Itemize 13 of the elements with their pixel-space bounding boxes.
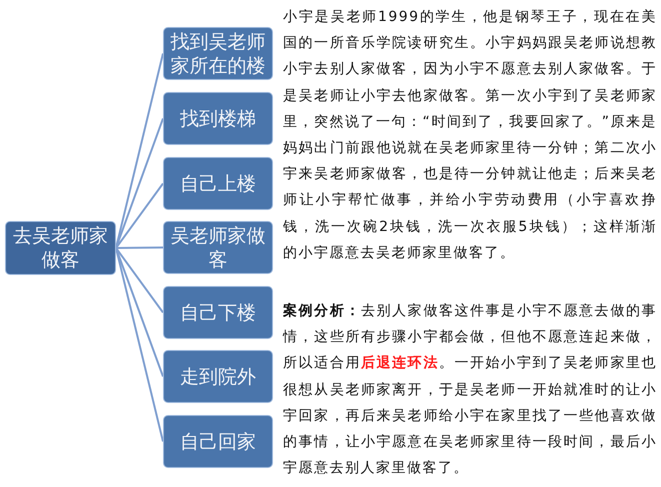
process-box: 走到院外 bbox=[163, 350, 273, 403]
process-box: 找到楼梯 bbox=[163, 92, 273, 145]
process-box: 去吴老师家做客 bbox=[5, 221, 116, 275]
process-box: 找到吴老师家所在的楼 bbox=[163, 27, 273, 80]
connector-line bbox=[115, 182, 164, 249]
paragraph: 小宇是吴老师1999的学生，他是钢琴王子，现在在美国的一所音乐学院读研究生。小宇妈妈跟吴老师说想教小宇去别人家做客，因为小宇不愿意去别人家做客。于是吴老师让小宇去他家做客。第一次小宇到了吴老师家里，突然说了一句：“时间到了，我要回家了。”原来是妈妈出门前跟他说就在吴老师家里待一分钟；第二次小宇来吴老师家做客，也是待一分钟就让他走；后来吴老师让小宇帮忙做事，并给小宇劳动费用（小宇喜欢挣钱，洗一次碗2块钱，洗一次衣服5块钱）；这样渐渐的小宇愿意去吴老师家里做客了。 bbox=[283, 8, 657, 263]
connector-line bbox=[116, 246, 164, 249]
process-box: 自己下楼 bbox=[163, 286, 273, 339]
connector-line bbox=[115, 247, 164, 314]
process-box: 吴老师家做客 bbox=[163, 221, 273, 274]
process-box: 自己上楼 bbox=[163, 157, 273, 210]
paragraph: 案例分析：去别人家做客这件事是小宇不愿意去做的事情，这些所有步骤小宇都会做，但他不愿意连起来做，所以适合用后退连环法。一开始小宇到了吴老师家里也很想从吴老师家离开，于是吴老师一开始就准时的让小宇回家，再后来吴老师给小宇在家里找了一些他喜欢做的事情，让小宇愿意在吴老师家里待一段时间，最后小宇愿意去别人家里做客了。 bbox=[283, 302, 657, 478]
process-box: 自己回家 bbox=[163, 415, 273, 468]
